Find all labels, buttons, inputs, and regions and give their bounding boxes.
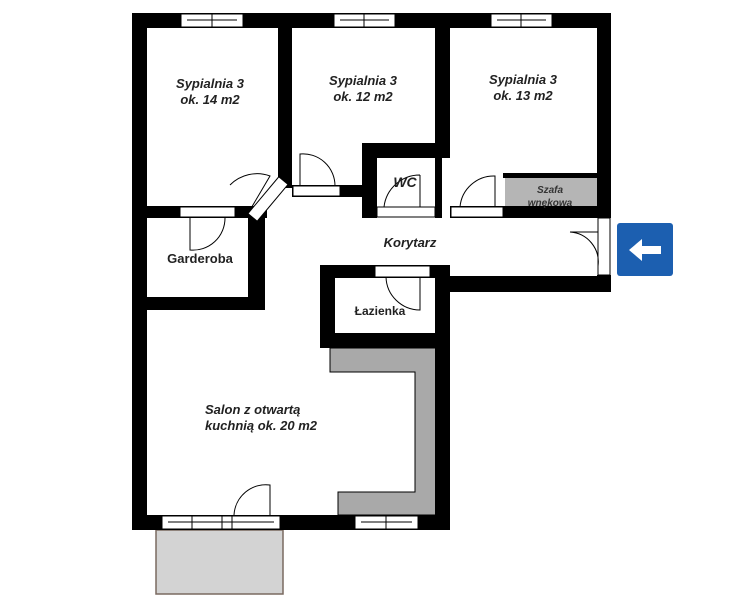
- bathroom-label: Łazienka: [354, 304, 406, 318]
- wardrobe-label: Szafa wnękowa: [510, 184, 590, 210]
- living-line2: kuchnią ok. 20 m2: [205, 418, 317, 433]
- bedroom3-label: Sypialnia 3 ok. 13 m2: [473, 72, 573, 104]
- bedroom3-name: Sypialnia 3: [489, 72, 557, 87]
- bedroom1-area: ok. 14 m2: [180, 92, 240, 107]
- living-line1: Salon z otwartą: [205, 402, 301, 417]
- bedroom3-area: ok. 13 m2: [493, 88, 553, 103]
- wc-label: WC: [393, 174, 417, 190]
- dressing-room-label: Garderoba: [167, 251, 233, 266]
- arrow-left-icon: [629, 238, 661, 261]
- living-room-label: Salon z otwartą kuchnią ok. 20 m2: [205, 402, 355, 434]
- wardrobe-line1: Szafa: [536, 185, 564, 196]
- wardrobe-line2: wnękowa: [527, 198, 573, 209]
- entrance-sign: [617, 223, 673, 276]
- bedroom2-area: ok. 12 m2: [333, 89, 393, 104]
- corridor-label: Korytarz: [383, 235, 437, 250]
- bedroom1-label: Sypialnia 3 ok. 14 m2: [160, 76, 260, 108]
- doors: [179, 153, 599, 516]
- windows: [161, 13, 611, 530]
- bedroom2-label: Sypialnia 3 ok. 12 m2: [313, 73, 413, 105]
- bedroom1-name: Sypialnia 3: [176, 76, 244, 91]
- bedroom2-name: Sypialnia 3: [329, 73, 397, 88]
- balcony: [155, 529, 284, 595]
